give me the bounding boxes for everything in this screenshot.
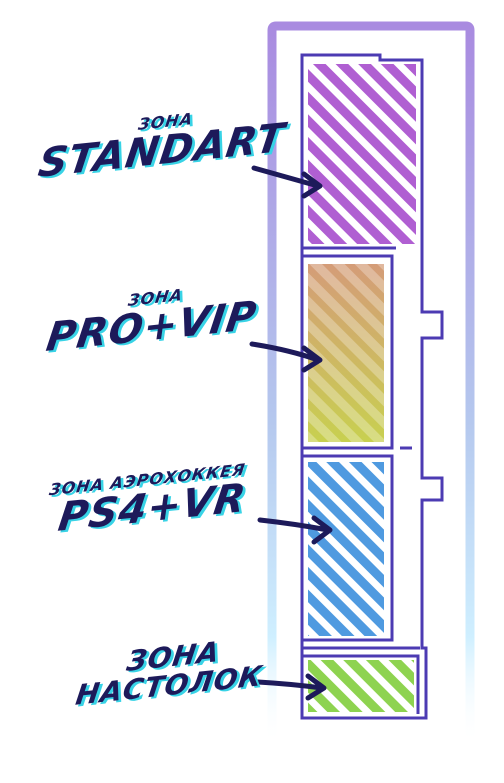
building-outline: [300, 53, 444, 720]
arrow-standart: [251, 165, 323, 199]
zone-pro-vip-area: [308, 264, 384, 442]
arrow-ps4-vr: [257, 515, 333, 545]
zone-standart-area: [308, 64, 416, 244]
building-frame: [267, 21, 475, 745]
arrow-pro-vip: [249, 341, 323, 373]
arrow-nastolok: [255, 673, 327, 701]
zone-nastolok-area: [308, 660, 414, 712]
zone-ps4-vr-area: [308, 462, 384, 636]
